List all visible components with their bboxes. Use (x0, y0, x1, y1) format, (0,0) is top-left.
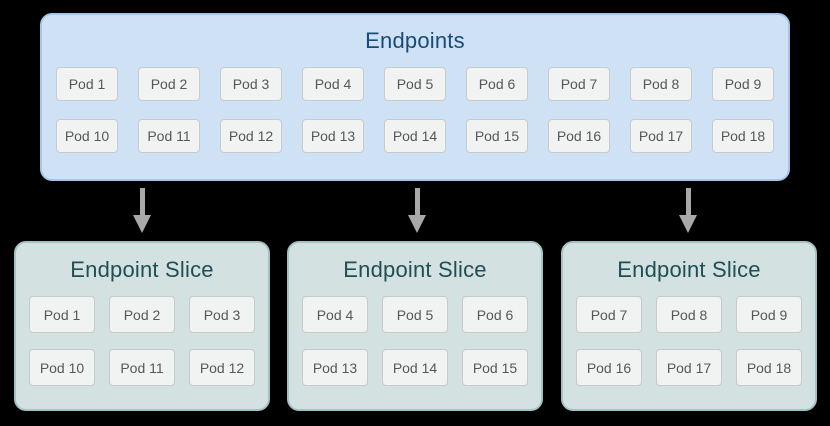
endpoints-pod-grid: Pod 1 Pod 2 Pod 3 Pod 4 Pod 5 Pod 6 Pod … (42, 67, 788, 153)
arrow-head (679, 215, 697, 233)
pod-box: Pod 3 (220, 67, 282, 101)
pod-box: Pod 9 (736, 296, 802, 333)
pod-box: Pod 13 (302, 119, 364, 153)
pod-box: Pod 4 (302, 67, 364, 101)
slice-pod-grid: Pod 4 Pod 5 Pod 6 Pod 13 Pod 14 Pod 15 (289, 296, 541, 386)
endpoint-slice-title: Endpoint Slice (343, 257, 487, 282)
endpoint-slice-title: Endpoint Slice (70, 257, 214, 282)
pod-box: Pod 18 (736, 349, 802, 386)
pod-box: Pod 5 (382, 296, 448, 333)
pod-box: Pod 12 (220, 119, 282, 153)
pod-box: Pod 6 (466, 67, 528, 101)
slice-pod-grid: Pod 7 Pod 8 Pod 9 Pod 16 Pod 17 Pod 18 (563, 296, 815, 386)
endpoints-title: Endpoints (365, 28, 465, 53)
endpoint-slice-container-1: Endpoint Slice Pod 1 Pod 2 Pod 3 Pod 10 … (14, 241, 270, 411)
pod-box: Pod 2 (109, 296, 175, 333)
pod-box: Pod 10 (56, 119, 118, 153)
down-arrow-icon (133, 188, 151, 233)
pod-box: Pod 17 (656, 349, 722, 386)
pod-box: Pod 18 (712, 119, 774, 153)
pod-box: Pod 11 (109, 349, 175, 386)
pod-box: Pod 1 (56, 67, 118, 101)
pod-box: Pod 15 (462, 349, 528, 386)
pod-box: Pod 16 (576, 349, 642, 386)
slice-pod-grid: Pod 1 Pod 2 Pod 3 Pod 10 Pod 11 Pod 12 (16, 296, 268, 386)
endpoints-container: Endpoints Pod 1 Pod 2 Pod 3 Pod 4 Pod 5 … (40, 13, 790, 181)
pod-box: Pod 17 (630, 119, 692, 153)
down-arrow-icon (408, 188, 426, 233)
pod-box: Pod 14 (382, 349, 448, 386)
pod-box: Pod 14 (384, 119, 446, 153)
pod-box: Pod 11 (138, 119, 200, 153)
pod-box: Pod 16 (548, 119, 610, 153)
pod-box: Pod 8 (630, 67, 692, 101)
pod-box: Pod 9 (712, 67, 774, 101)
pod-box: Pod 4 (302, 296, 368, 333)
endpoint-slice-container-2: Endpoint Slice Pod 4 Pod 5 Pod 6 Pod 13 … (287, 241, 543, 411)
pod-box: Pod 7 (548, 67, 610, 101)
pod-box: Pod 12 (189, 349, 255, 386)
arrow-stem (414, 188, 420, 215)
endpoint-slice-title: Endpoint Slice (617, 257, 761, 282)
pod-box: Pod 8 (656, 296, 722, 333)
pod-box: Pod 2 (138, 67, 200, 101)
down-arrow-icon (679, 188, 697, 233)
endpoint-slice-container-3: Endpoint Slice Pod 7 Pod 8 Pod 9 Pod 16 … (561, 241, 817, 411)
pod-box: Pod 7 (576, 296, 642, 333)
arrow-head (408, 215, 426, 233)
pod-box: Pod 15 (466, 119, 528, 153)
arrow-stem (685, 188, 691, 215)
arrow-head (133, 215, 151, 233)
pod-box: Pod 6 (462, 296, 528, 333)
arrow-stem (139, 188, 145, 215)
pod-box: Pod 13 (302, 349, 368, 386)
pod-box: Pod 10 (29, 349, 95, 386)
pod-box: Pod 5 (384, 67, 446, 101)
pod-box: Pod 1 (29, 296, 95, 333)
pod-box: Pod 3 (189, 296, 255, 333)
